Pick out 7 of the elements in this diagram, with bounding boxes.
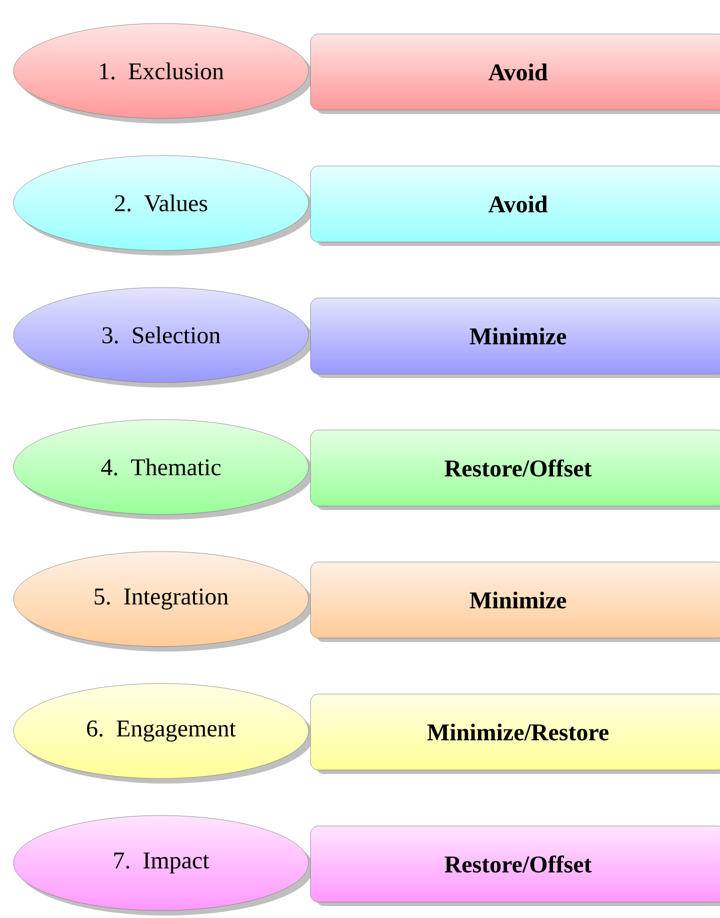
action-box: Minimize: [310, 298, 720, 374]
action-box: Minimize: [310, 562, 720, 638]
action-box: Restore/Offset: [310, 430, 720, 506]
action-box: Avoid: [310, 34, 720, 110]
action-box: Minimize/Restore: [310, 694, 720, 770]
action-box: Restore/Offset: [310, 826, 720, 902]
action-box: Avoid: [310, 166, 720, 242]
